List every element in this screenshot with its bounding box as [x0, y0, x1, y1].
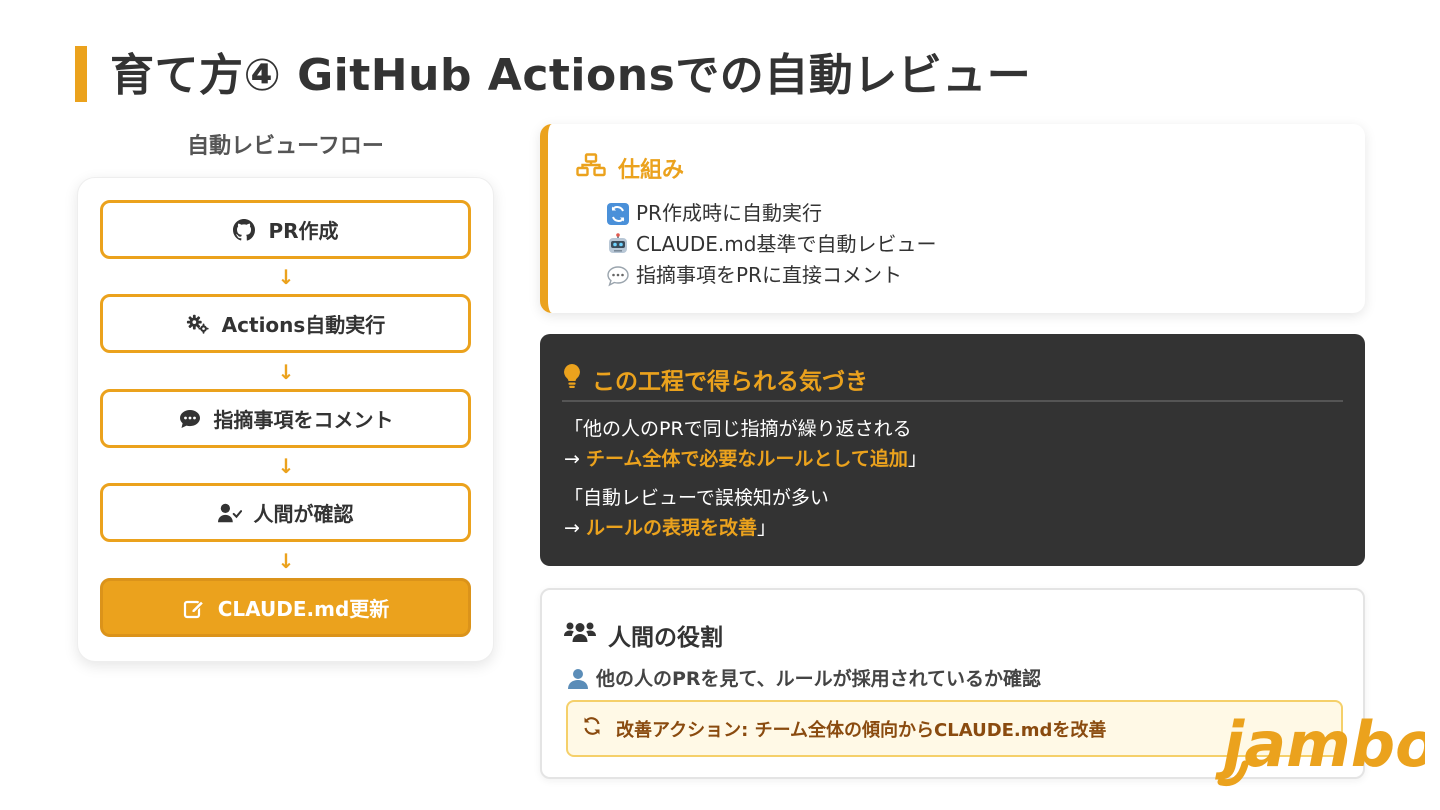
- mechanism-item-text: PR作成時に自動実行: [636, 201, 822, 225]
- insights-title: この工程で得られる気づき: [592, 369, 868, 395]
- user-check-icon: [217, 501, 242, 525]
- insight-arrow: →: [564, 517, 586, 539]
- users-icon: [564, 620, 596, 650]
- flow-panel: PR作成 ↓ Actions自動実行 ↓: [77, 177, 494, 662]
- github-icon: [232, 218, 256, 242]
- insight-quote-line: 「他の人のPRで同じ指摘が繰り返される: [564, 418, 912, 440]
- mechanism-list: PR作成時に自動実行 CLAUDE.md基準で自動レビュー: [606, 198, 936, 291]
- insight-close-bracket: 」: [756, 517, 776, 539]
- sync-icon: [582, 716, 602, 741]
- flow-step-human-check: 人間が確認: [100, 483, 471, 542]
- flow-step-claude-update: CLAUDE.md更新: [100, 578, 471, 637]
- mechanism-item-text: CLAUDE.md基準で自動レビュー: [636, 232, 937, 256]
- comment-icon: [178, 407, 202, 431]
- person-emoji-icon: [566, 666, 590, 690]
- flow-arrow: ↓: [277, 360, 295, 384]
- flow-step-label: Actions自動実行: [221, 313, 386, 337]
- list-item: PR作成時に自動実行: [606, 198, 936, 229]
- human-role-title: 人間の役割: [608, 625, 723, 651]
- list-item: CLAUDE.md基準で自動レビュー: [606, 229, 936, 260]
- page-title: 育て方④ GitHub Actionsでの自動レビュー: [110, 50, 1032, 101]
- lightbulb-icon: [562, 363, 582, 395]
- insight-quote-2: 「自動レビューで誤検知が多い → ルールの表現を改善」: [564, 483, 829, 543]
- mechanism-item-text: 指摘事項をPRに直接コメント: [636, 263, 902, 287]
- refresh-emoji-icon: [606, 202, 630, 226]
- insights-card: この工程で得られる気づき 「他の人のPRで同じ指摘が繰り返される → チーム全体…: [540, 334, 1365, 566]
- flow-step-label: 指摘事項をコメント: [213, 408, 394, 432]
- gears-icon: [186, 312, 210, 336]
- insight-quote-1: 「他の人のPRで同じ指摘が繰り返される → チーム全体で必要なルールとして追加」: [564, 414, 927, 474]
- flow-arrow: ↓: [277, 549, 295, 573]
- flow-step-label: 人間が確認: [253, 502, 354, 526]
- insight-highlight: ルールの表現を改善: [585, 517, 757, 539]
- jambo-logo: jambo: [1215, 708, 1425, 787]
- robot-emoji-icon: [606, 232, 630, 257]
- flow-arrow: ↓: [277, 454, 295, 478]
- insight-quote-line: 「自動レビューで誤検知が多い: [564, 487, 829, 509]
- insight-arrow: →: [564, 448, 586, 470]
- improvement-action-box: 改善アクション: チーム全体の傾向からCLAUDE.mdを改善: [566, 700, 1343, 757]
- insight-close-bracket: 」: [907, 448, 927, 470]
- improvement-action-text: 改善アクション: チーム全体の傾向からCLAUDE.mdを改善: [616, 719, 1107, 741]
- flow-heading: 自動レビューフロー: [187, 134, 384, 159]
- flow-arrow: ↓: [277, 265, 295, 289]
- flow-step-actions-run: Actions自動実行: [100, 294, 471, 353]
- human-role-line: 他の人のPRを見て、ルールが採用されているか確認: [566, 664, 1041, 691]
- flow-step-pr-create: PR作成: [100, 200, 471, 259]
- human-role-text: 他の人のPRを見て、ルールが採用されているか確認: [596, 668, 1042, 690]
- flow-step-comment: 指摘事項をコメント: [100, 389, 471, 448]
- flow-step-label: PR作成: [268, 219, 339, 243]
- speech-bubble-emoji-icon: [606, 264, 630, 288]
- sitemap-icon: [576, 153, 606, 183]
- mechanism-title: 仕組み: [618, 158, 685, 183]
- human-role-card: 人間の役割 他の人のPRを見て、ルールが採用されているか確認 改善アクション: …: [540, 588, 1365, 779]
- flow-step-label: CLAUDE.md更新: [217, 597, 390, 621]
- insights-divider: [562, 400, 1343, 402]
- edit-icon: [182, 596, 206, 620]
- mechanism-card: 仕組み PR作成時に自動実行: [540, 124, 1365, 313]
- list-item: 指摘事項をPRに直接コメント: [606, 260, 936, 291]
- insight-highlight: チーム全体で必要なルールとして追加: [585, 448, 908, 470]
- logo-text: jambo: [1215, 708, 1425, 781]
- title-accent-bar: [75, 46, 87, 102]
